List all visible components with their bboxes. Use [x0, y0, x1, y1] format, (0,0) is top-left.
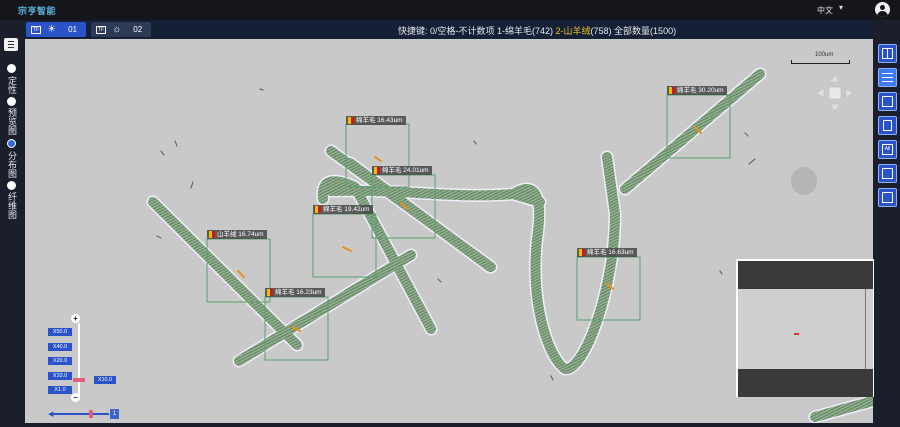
minimap-position-marker: [794, 333, 799, 335]
app-logo: 宗亨智能: [18, 6, 57, 16]
option-label-fibre[interactable]: 纤维图: [7, 192, 17, 219]
option-radio-fibre[interactable]: [7, 181, 16, 190]
arrow-left-icon[interactable]: ◀: [48, 411, 54, 418]
zoom-current-value: X10.0: [94, 376, 116, 384]
tab-number: 01: [68, 25, 77, 34]
zoom-in-button[interactable]: +: [71, 314, 80, 323]
fibre-label[interactable]: 绵羊毛 24.01um: [372, 166, 432, 175]
option-label-preview[interactable]: 预览图: [7, 108, 17, 135]
user-avatar-icon[interactable]: [875, 2, 890, 17]
fibre-label[interactable]: 绵羊毛 30.20um: [667, 86, 727, 95]
option-radio-preview[interactable]: [7, 97, 16, 106]
tab-camera-02[interactable]: TF ☼ 02: [91, 22, 151, 37]
fibre-label[interactable]: 山羊绒 16.74um: [207, 230, 267, 239]
scale-bar: [791, 60, 850, 64]
fibre-label[interactable]: 绵羊毛 16.43um: [346, 116, 406, 125]
zoom-level-1[interactable]: X1.0: [48, 386, 72, 394]
camera-tab-bar: TF ☀ 01 TF ☼ 02: [22, 20, 874, 39]
horizontal-slider-handle[interactable]: [89, 410, 93, 418]
tab-number: 02: [133, 25, 143, 34]
light-icon: ☀: [47, 23, 57, 35]
frame-tool-button[interactable]: [878, 188, 897, 207]
language-select[interactable]: 中文: [817, 6, 833, 15]
horizontal-slider[interactable]: [53, 413, 109, 415]
top-bar: 宗亨智能 中文 ▾: [0, 0, 900, 20]
shortcut-hint: 快捷键: 0/空格-不计数项 1-绵羊毛(742) 2-山羊绒(758) 全部数…: [398, 26, 677, 36]
fibre-label[interactable]: 绵羊毛 16.63um: [577, 248, 637, 257]
document-icon[interactable]: [878, 116, 897, 135]
scale-label: 100um: [815, 52, 834, 58]
shortcut-highlight: 2-山羊绒: [555, 26, 591, 36]
tab-camera-01[interactable]: TF ☀ 01: [26, 22, 86, 37]
settings-tool-button[interactable]: [878, 68, 897, 87]
minimap-preview[interactable]: [736, 259, 875, 397]
zoom-track[interactable]: [78, 323, 80, 396]
option-radio-distribution[interactable]: [7, 139, 16, 148]
option-radio-qualitative[interactable]: [7, 64, 16, 73]
microscope-viewer[interactable]: 绵羊毛 16.43um 绵羊毛 24.01um 绵羊毛 19.42um 山羊绒 …: [25, 39, 873, 423]
dimension-tool-button[interactable]: [878, 164, 897, 183]
zoom-slider-handle[interactable]: [73, 378, 85, 382]
image-tool-button[interactable]: [878, 92, 897, 111]
zoom-level-50[interactable]: X50.0: [48, 328, 72, 336]
tf-badge: TF: [31, 25, 42, 34]
option-label-qualitative[interactable]: 定性: [7, 76, 17, 94]
slider-step-button[interactable]: 1: [110, 409, 119, 419]
chevron-down-icon[interactable]: ▾: [839, 3, 844, 12]
option-label-distribution[interactable]: 分布图: [7, 151, 17, 178]
zoom-level-40[interactable]: X40.0: [48, 343, 72, 351]
all-tool-button[interactable]: All: [878, 140, 897, 159]
tf-badge: TF: [96, 25, 107, 34]
zoom-level-10[interactable]: X10.0: [48, 372, 72, 380]
fibre-label[interactable]: 绵羊毛 16.23um: [265, 288, 325, 297]
layout-tool-button[interactable]: [878, 44, 897, 63]
menu-icon[interactable]: [4, 38, 18, 51]
left-sidebar: [0, 39, 22, 427]
zoom-level-20[interactable]: X20.0: [48, 357, 72, 365]
fibre-image: [146, 67, 873, 423]
fibre-label[interactable]: 绵羊毛 19.42um: [313, 205, 373, 214]
zoom-out-button[interactable]: −: [71, 393, 80, 402]
light-off-icon: ☼: [112, 23, 122, 35]
